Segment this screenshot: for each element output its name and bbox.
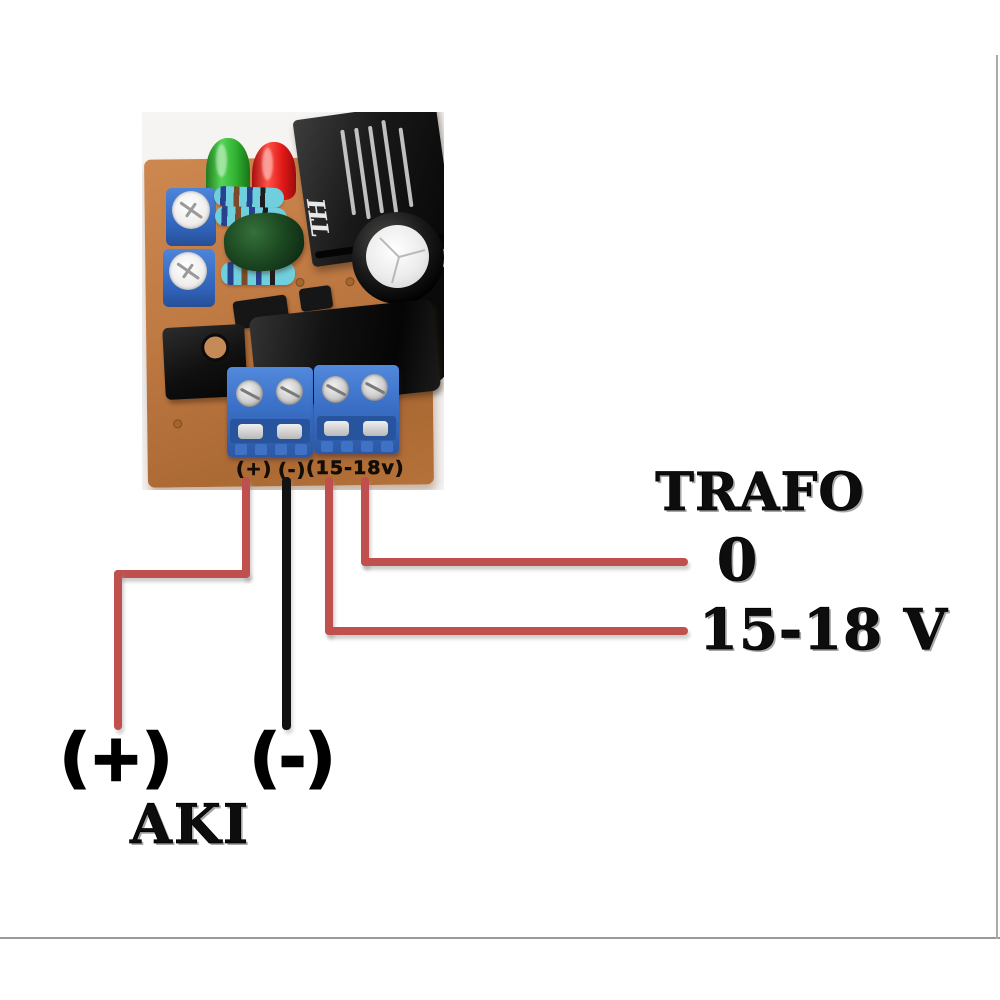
capacitor-top	[366, 225, 429, 288]
terminal-leg	[341, 441, 353, 452]
relay-fineprint-line	[354, 127, 371, 220]
relay-fineprint-line	[367, 125, 385, 214]
capacitor-vent-line	[398, 248, 425, 258]
wire-minus-vertical	[282, 477, 291, 730]
relay-fineprint-line	[398, 127, 414, 208]
screw-slot	[279, 385, 300, 398]
wire-plus-vertical-2	[114, 570, 122, 730]
clamp-opening	[324, 421, 349, 436]
terminal-leg	[381, 441, 393, 452]
silk-minus-label: (-)	[278, 459, 307, 482]
trimmer-pot-upper-dial	[172, 191, 210, 229]
terminal-leg	[321, 441, 333, 452]
terminal-block-output	[227, 367, 313, 457]
page-bottom-border	[0, 937, 1000, 939]
terminal-leg	[295, 444, 307, 455]
capacitor-vent-line	[390, 256, 400, 283]
battery-aki-label: AKI	[130, 792, 251, 857]
page-right-border	[996, 55, 998, 939]
wire-trafo-0-horizontal	[361, 558, 688, 566]
heatsink-hole	[200, 332, 230, 363]
resistor	[213, 185, 285, 209]
trafo-voltage-label: 15-18 V	[699, 597, 949, 664]
silk-voltage-label: (15-18v)	[306, 457, 405, 480]
terminal-leg	[255, 444, 267, 455]
terminal-leg	[235, 444, 247, 455]
wire-trafo-15-18v-horizontal	[325, 627, 688, 635]
trimmer-pot-lower-dial	[169, 252, 207, 290]
relay-fineprint-line	[340, 129, 357, 216]
trafo-zero-label: 0	[716, 526, 758, 595]
terminal-leg	[361, 441, 373, 452]
clamp-opening	[277, 424, 302, 439]
solder-pad	[173, 419, 183, 429]
terminal-screw	[322, 376, 349, 403]
terminal-screw	[276, 378, 303, 405]
battery-minus-label: (-)	[249, 721, 336, 797]
terminal-clamp	[317, 416, 396, 440]
electrolytic-capacitor	[352, 212, 444, 304]
wire-plus-horizontal	[114, 570, 250, 578]
terminal-clamp	[230, 419, 310, 443]
led-highlight	[215, 144, 228, 177]
clamp-opening	[238, 424, 263, 439]
terminal-block-input	[314, 365, 399, 454]
solder-pad	[295, 277, 305, 287]
screw-slot	[325, 383, 346, 396]
battery-plus-label: (+)	[59, 721, 174, 797]
capacitor-vent-line	[378, 236, 400, 258]
wire-trafo-15-18v-vertical	[325, 477, 333, 635]
terminal-leg	[275, 444, 287, 455]
wire-plus-vertical-1	[242, 477, 250, 578]
wire-trafo-0-vertical	[361, 477, 369, 566]
small-transistor	[298, 284, 334, 313]
trafo-label: TRAFO	[655, 462, 865, 524]
led-highlight	[261, 147, 274, 180]
screw-slot	[239, 387, 260, 400]
clamp-opening	[363, 421, 388, 436]
pcb-photo: TH	[142, 112, 444, 490]
relay-fineprint-line	[381, 119, 399, 214]
solder-pad	[345, 277, 355, 287]
terminal-screw	[361, 374, 388, 401]
terminal-screw	[236, 380, 263, 407]
screw-slot	[364, 381, 385, 394]
relay-brand-logo: TH	[301, 198, 336, 239]
silk-plus-label: (+)	[236, 458, 273, 481]
